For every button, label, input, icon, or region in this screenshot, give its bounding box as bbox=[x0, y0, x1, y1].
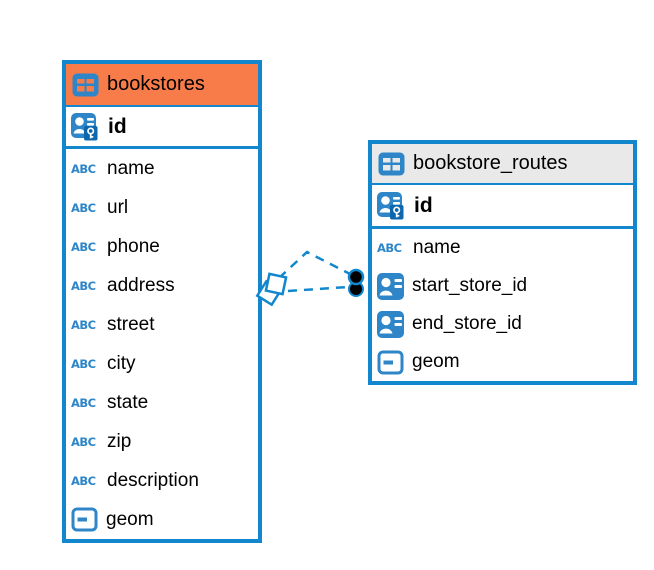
table-icon bbox=[378, 152, 405, 176]
primary-key-icon bbox=[71, 112, 100, 141]
column-row[interactable]: ABC description bbox=[66, 461, 258, 500]
column-row[interactable]: ABC phone bbox=[66, 227, 258, 266]
entity-title: bookstores bbox=[107, 73, 205, 95]
geometry-type-icon bbox=[377, 350, 404, 375]
geometry-type-icon bbox=[71, 507, 98, 532]
column-name: street bbox=[107, 313, 155, 335]
text-type-icon: ABC bbox=[71, 200, 96, 215]
column-row[interactable]: ABC state bbox=[66, 383, 258, 422]
relation-diamond-front bbox=[264, 272, 288, 296]
reference-type-icon bbox=[377, 310, 404, 338]
text-type-icon: ABC bbox=[71, 395, 96, 410]
text-type-icon: ABC bbox=[71, 317, 96, 332]
column-name: geom bbox=[106, 508, 154, 530]
column-row[interactable]: start_store_id bbox=[372, 267, 633, 305]
column-row-id[interactable]: id bbox=[372, 185, 633, 229]
primary-key-icon bbox=[377, 191, 406, 220]
column-name: name bbox=[413, 237, 461, 258]
text-type-icon: ABC bbox=[71, 473, 96, 488]
column-name: end_store_id bbox=[412, 313, 522, 334]
entity-bookstores-header[interactable]: bookstores bbox=[66, 64, 258, 107]
column-name: url bbox=[107, 196, 129, 218]
column-row[interactable]: ABC name bbox=[372, 229, 633, 267]
column-row[interactable]: ABC url bbox=[66, 188, 258, 227]
column-name: address bbox=[107, 274, 175, 296]
entity-bookstores[interactable]: bookstores id ABC name bbox=[62, 60, 262, 543]
column-name: state bbox=[107, 391, 149, 413]
column-name: id bbox=[414, 193, 433, 217]
column-row[interactable]: end_store_id bbox=[372, 305, 633, 343]
relation-dot-front bbox=[347, 268, 365, 286]
table-icon bbox=[72, 73, 99, 97]
entity-title: bookstore_routes bbox=[413, 152, 568, 174]
relation-dot-back bbox=[348, 281, 364, 297]
column-row[interactable]: ABC address bbox=[66, 266, 258, 305]
relation-line-upper[interactable] bbox=[278, 250, 351, 279]
text-type-icon: ABC bbox=[71, 356, 96, 371]
column-row[interactable]: geom bbox=[66, 500, 258, 539]
relation-line-lower[interactable] bbox=[287, 285, 349, 293]
entity-bookstore-routes[interactable]: bookstore_routes id ABC name bbox=[368, 140, 637, 385]
text-type-icon: ABC bbox=[71, 161, 96, 176]
column-row[interactable]: ABC zip bbox=[66, 422, 258, 461]
column-name: start_store_id bbox=[412, 275, 528, 296]
column-row-id[interactable]: id bbox=[66, 107, 258, 149]
column-row[interactable]: geom bbox=[372, 343, 633, 381]
column-name: id bbox=[108, 114, 127, 138]
column-row[interactable]: ABC street bbox=[66, 305, 258, 344]
column-row[interactable]: ABC name bbox=[66, 149, 258, 188]
text-type-icon: ABC bbox=[71, 239, 96, 254]
column-name: description bbox=[107, 469, 199, 491]
column-name: geom bbox=[412, 351, 460, 372]
column-name: city bbox=[107, 352, 136, 374]
text-type-icon: ABC bbox=[377, 241, 402, 255]
column-name: zip bbox=[107, 430, 132, 452]
text-type-icon: ABC bbox=[71, 278, 96, 293]
text-type-icon: ABC bbox=[71, 434, 96, 449]
reference-type-icon bbox=[377, 272, 404, 300]
entity-bookstore-routes-header[interactable]: bookstore_routes bbox=[372, 144, 633, 185]
column-name: name bbox=[107, 157, 155, 179]
column-name: phone bbox=[107, 235, 160, 257]
column-row[interactable]: ABC city bbox=[66, 344, 258, 383]
